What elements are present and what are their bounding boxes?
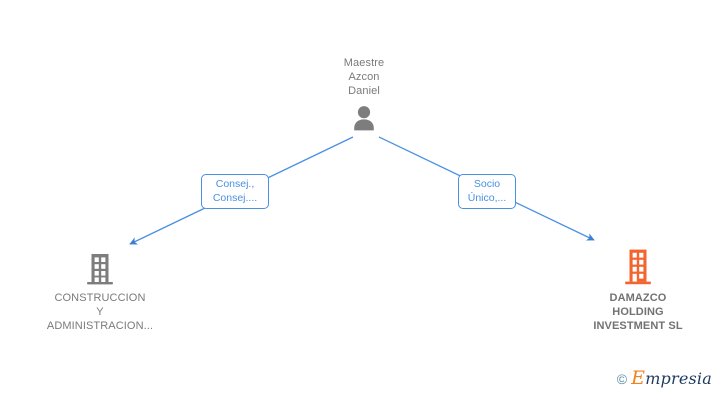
node-company-left[interactable]: CONSTRUCCION Y ADMINISTRACION... — [10, 252, 190, 333]
brand-initial: E — [631, 367, 646, 389]
brand-rest: mpresia — [645, 369, 712, 388]
node-person-label: Maestre Azcon Daniel — [343, 57, 385, 97]
watermark-empresia: © Empresia — [617, 369, 712, 388]
node-person[interactable]: Maestre Azcon Daniel — [274, 56, 454, 132]
person-icon — [274, 104, 454, 132]
node-company-left-label: CONSTRUCCION Y ADMINISTRACION... — [46, 292, 154, 332]
edge-label-socio-unico[interactable]: Socio Único,... — [458, 174, 516, 209]
edge-label-consejero[interactable]: Consej., Consej.... — [201, 174, 269, 209]
node-company-right[interactable]: DAMAZCO HOLDING INVESTMENT SL — [548, 248, 728, 333]
building-icon — [10, 252, 190, 286]
copyright-icon: © — [616, 370, 628, 387]
building-icon — [548, 248, 728, 286]
brand-wordmark: Empresia — [631, 369, 712, 388]
node-company-right-label: DAMAZCO HOLDING INVESTMENT SL — [593, 292, 683, 332]
